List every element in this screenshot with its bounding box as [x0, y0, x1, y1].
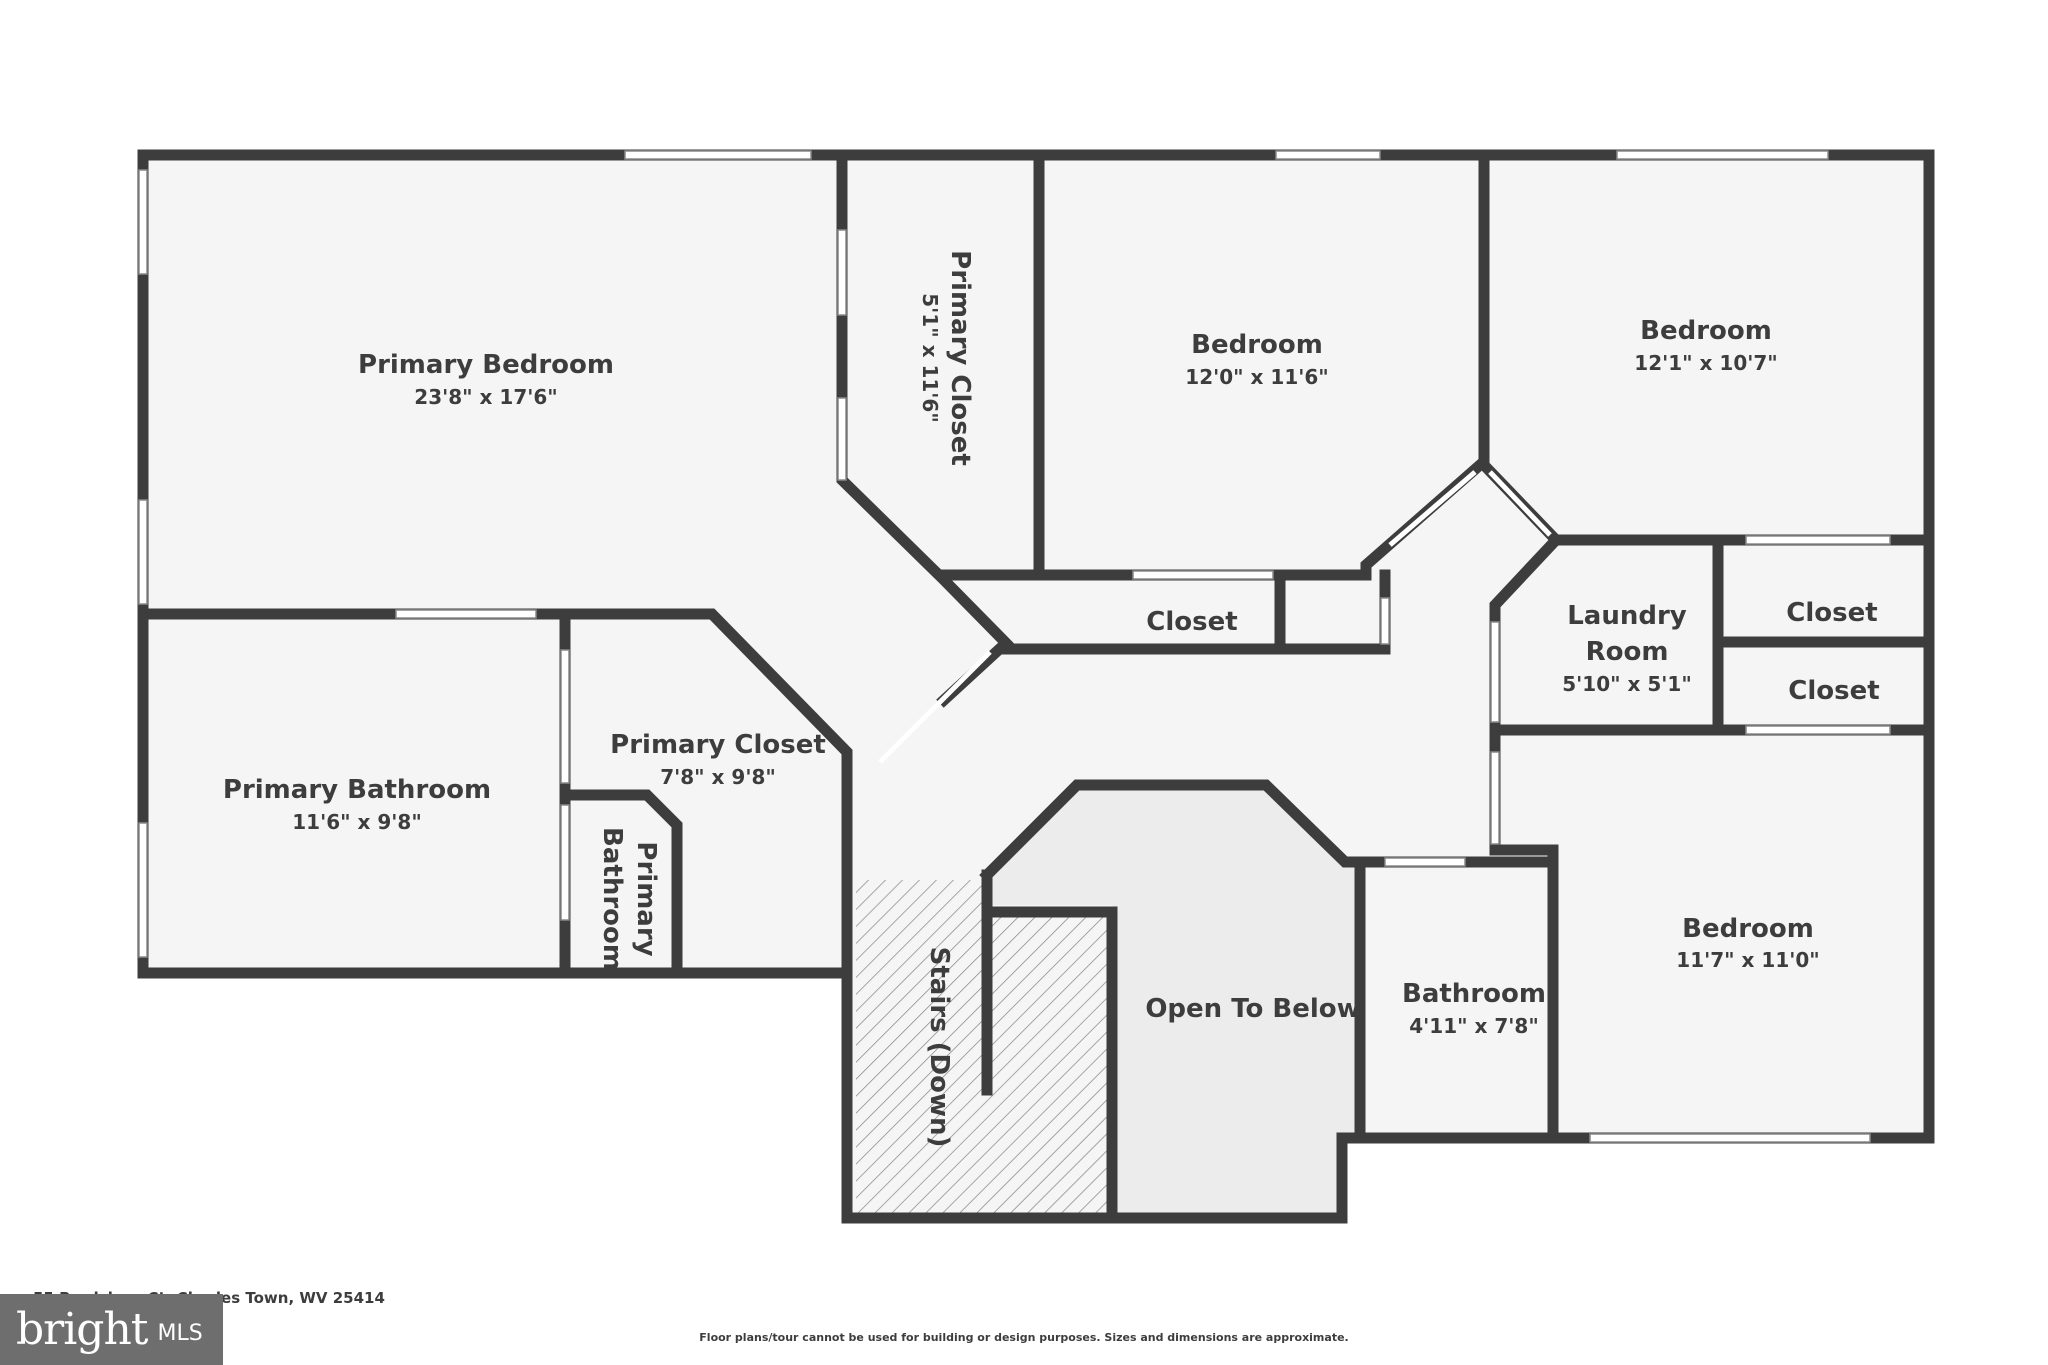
- room-dims-bathroom: 4'11" x 7'8": [1409, 1014, 1539, 1038]
- room-name-primary-bathroom-small-line2: Bathroom: [597, 827, 627, 971]
- room-name-open-to-below: Open To Below: [1145, 994, 1360, 1024]
- room-name-bedroom-1: Bedroom: [1191, 330, 1323, 360]
- room-name-laundry-line1: Laundry: [1567, 601, 1687, 631]
- bright-mls-logo: bright MLS: [0, 1294, 223, 1365]
- room-name-bathroom: Bathroom: [1402, 979, 1546, 1009]
- room-name-closet-b: Closet: [1788, 676, 1879, 706]
- open-to-below-area: [987, 785, 1360, 1218]
- room-name-primary-bathroom: Primary Bathroom: [223, 775, 491, 805]
- room-name-laundry-line2: Room: [1586, 637, 1669, 667]
- logo-suffix: MLS: [157, 1321, 203, 1346]
- disclaimer-text: Floor plans/tour cannot be used for buil…: [699, 1331, 1349, 1344]
- room-name-primary-bedroom: Primary Bedroom: [358, 350, 614, 380]
- diagonal-openings: [878, 470, 1552, 764]
- room-dims-primary-closet-2: 7'8" x 9'8": [660, 765, 776, 789]
- room-dims-bedroom-3: 11'7" x 11'0": [1676, 948, 1819, 972]
- room-dims-primary-bathroom: 11'6" x 9'8": [292, 810, 422, 834]
- room-name-closet-hall: Closet: [1146, 607, 1237, 637]
- logo-brand: bright: [16, 1304, 148, 1355]
- windows: [138, 150, 1891, 1143]
- room-dims-laundry: 5'10" x 5'1": [1562, 672, 1692, 696]
- room-dims-primary-closet-top: 5'1" x 11'6": [918, 293, 942, 423]
- room-name-bedroom-2: Bedroom: [1640, 316, 1772, 346]
- room-dims-primary-bedroom: 23'8" x 17'6": [414, 385, 557, 409]
- room-name-closet-a: Closet: [1786, 598, 1877, 628]
- room-dims-bedroom-1: 12'0" x 11'6": [1185, 365, 1328, 389]
- stairs-area-2: [986, 912, 1107, 1213]
- room-name-primary-closet-top: Primary Closet: [945, 250, 975, 466]
- stairs-area: [856, 880, 986, 1213]
- room-name-stairs: Stairs (Down): [924, 947, 954, 1148]
- room-name-bedroom-3: Bedroom: [1682, 914, 1814, 944]
- room-name-primary-closet-2: Primary Closet: [610, 730, 826, 760]
- room-dims-bedroom-2: 12'1" x 10'7": [1634, 351, 1777, 375]
- room-name-primary-bathroom-small-line1: Primary: [631, 841, 661, 956]
